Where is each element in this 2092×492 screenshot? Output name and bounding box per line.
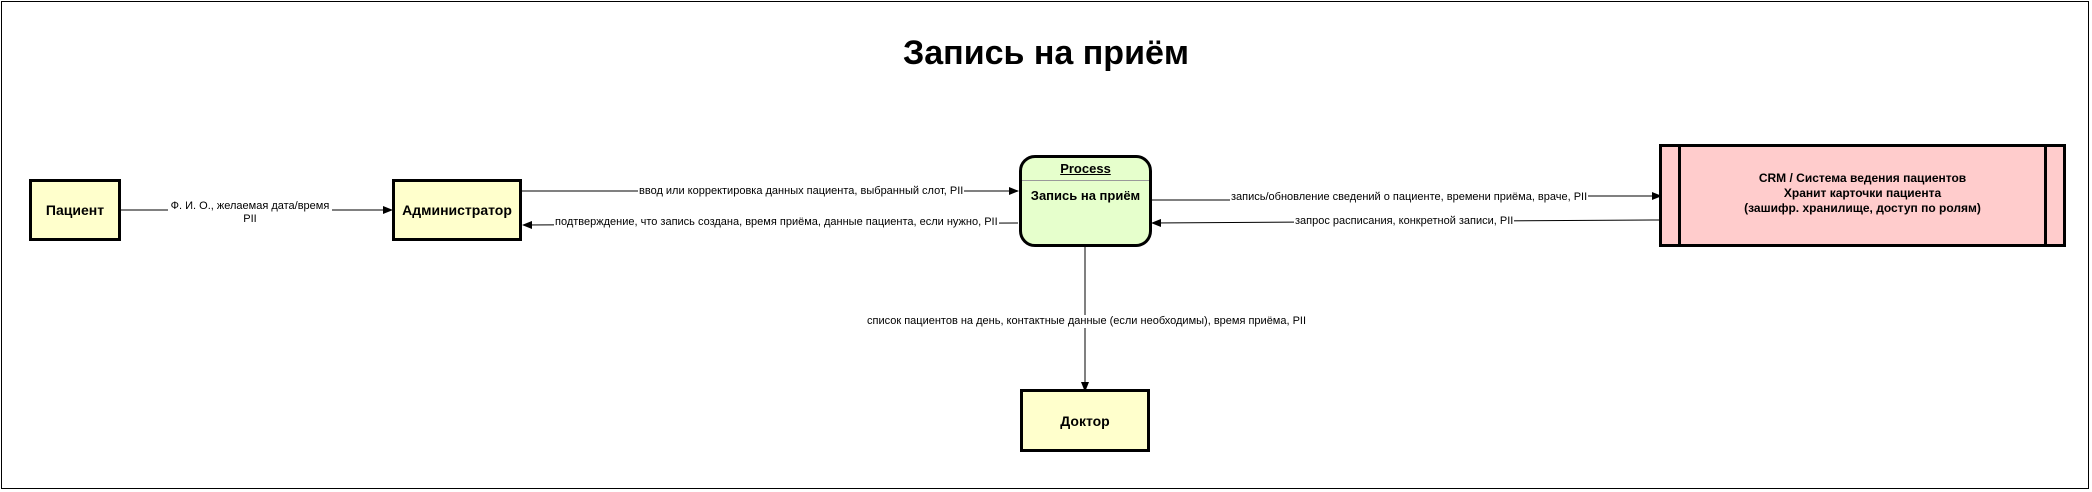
- data-store-line2: Хранит карточки пациента: [1783, 186, 1942, 200]
- process-header: Process: [1060, 161, 1111, 176]
- flow-label-admin-to-process: ввод или корректировка данных пациента, …: [638, 185, 965, 198]
- flow-label-patient-to-admin-line1: Ф. И. О., желаемая дата/время: [170, 200, 330, 212]
- process-name: Запись на приём: [1030, 188, 1141, 203]
- flow-label-store-to-process: запрос расписания, конкретной записи, PI…: [1294, 215, 1515, 228]
- entity-admin: Администратор: [392, 179, 522, 241]
- data-store-right-bar: [2044, 147, 2047, 244]
- data-store-crm: CRM / Система ведения пациентов Хранит к…: [1659, 144, 2066, 247]
- flow-label-patient-to-admin: Ф. И. О., желаемая дата/время PII: [168, 200, 332, 226]
- entity-doctor-label: Доктор: [1060, 412, 1110, 429]
- flow-label-process-to-admin: подтверждение, что запись создана, время…: [554, 216, 999, 229]
- data-store-left-bar: [1678, 147, 1681, 244]
- entity-doctor: Доктор: [1020, 389, 1150, 452]
- entity-admin-label: Администратор: [402, 202, 512, 218]
- flow-label-process-to-doctor: список пациентов на день, контактные дан…: [866, 315, 1308, 328]
- diagram-title: Запись на приём: [902, 34, 1190, 72]
- entity-patient: Пациент: [29, 179, 121, 241]
- entity-patient-label: Пациент: [45, 202, 105, 218]
- process-appointment: Process Запись на приём: [1019, 155, 1152, 247]
- process-separator: [1022, 180, 1149, 181]
- data-store-line1: CRM / Система ведения пациентов: [1758, 171, 1967, 185]
- flow-label-patient-to-admin-line2: PII: [243, 213, 257, 225]
- data-store-text: CRM / Система ведения пациентов Хранит к…: [1692, 171, 2033, 216]
- data-store-line3: (зашифр. хранилище, доступ по ролям): [1744, 201, 1981, 215]
- flow-label-process-to-store: запись/обновление сведений о пациенте, в…: [1230, 191, 1589, 204]
